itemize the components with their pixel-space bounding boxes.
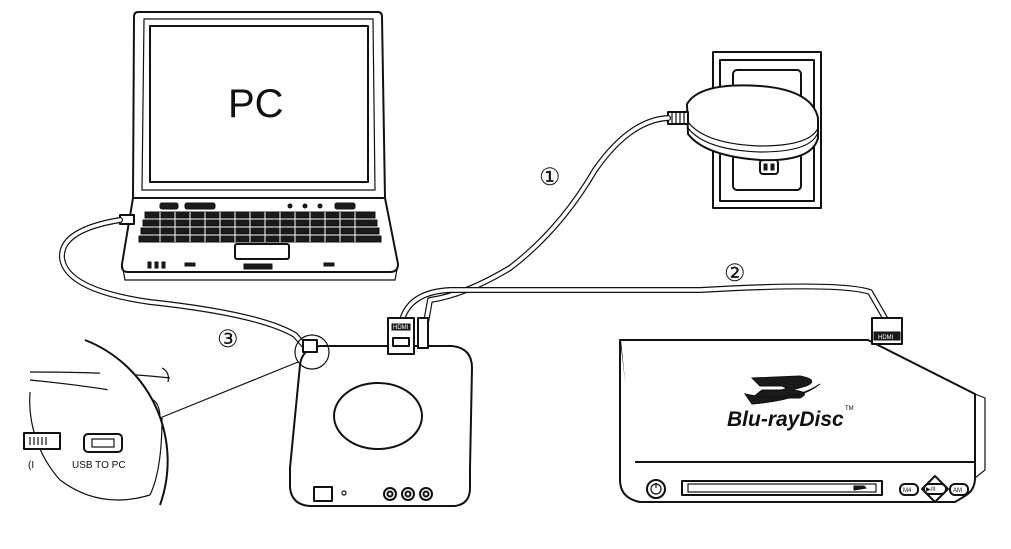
bluray-play-pause-button[interactable] bbox=[923, 483, 947, 495]
inset-usb-label: USB TO PC bbox=[72, 460, 126, 471]
usb-zoom-circle bbox=[294, 334, 330, 370]
disc-tray[interactable] bbox=[681, 480, 883, 496]
usb-zoom-inset: (I USB TO PC bbox=[23, 339, 171, 506]
bluray-play-pause-label: ▶/II bbox=[926, 487, 936, 493]
callout-2: ② bbox=[724, 260, 746, 287]
laptop-screen bbox=[149, 25, 369, 183]
bluray-hdmi-text: HDMI bbox=[878, 335, 894, 341]
cables bbox=[58, 115, 888, 355]
media-device: HDMI bbox=[289, 317, 473, 507]
bluray-player: HDMI Blu-rayDisc TM M4 ▶/II AM bbox=[619, 317, 986, 503]
inset-usb-port bbox=[83, 433, 123, 453]
power-button[interactable] bbox=[646, 479, 666, 499]
laptop: PC bbox=[119, 11, 399, 281]
device-hdmi-plug bbox=[387, 317, 415, 355]
callout-3: ③ bbox=[217, 326, 239, 353]
pc-label: PC bbox=[228, 82, 284, 126]
av-ports bbox=[383, 487, 433, 501]
bluray-button-m4[interactable] bbox=[899, 483, 919, 496]
bluray-button-am-label: AM bbox=[953, 488, 962, 494]
bluray-nav-buttons: M4 ▶/II AM bbox=[899, 475, 969, 503]
bluray-logo: Blu-rayDisc TM bbox=[727, 375, 854, 431]
callout-number-1: ① bbox=[539, 164, 561, 191]
callout-number-3: ③ bbox=[217, 326, 239, 353]
bluray-button-m4-label: M4 bbox=[903, 488, 912, 494]
device-usb-port bbox=[313, 486, 333, 502]
laptop-keyboard bbox=[138, 211, 382, 243]
callout-number-2: ② bbox=[724, 260, 746, 287]
inset-left-label: (I bbox=[28, 460, 34, 471]
bluray-brand-text: Blu-rayDisc bbox=[727, 408, 844, 431]
power-adapter bbox=[667, 84, 819, 162]
bluray-button-am[interactable] bbox=[949, 483, 969, 496]
device-hdmi-text: HDMI bbox=[393, 325, 409, 331]
laptop-touchpad bbox=[234, 243, 290, 260]
bluray-tm: TM bbox=[845, 406, 854, 412]
callout-1: ① bbox=[539, 164, 561, 191]
device-top-disc bbox=[333, 382, 423, 450]
